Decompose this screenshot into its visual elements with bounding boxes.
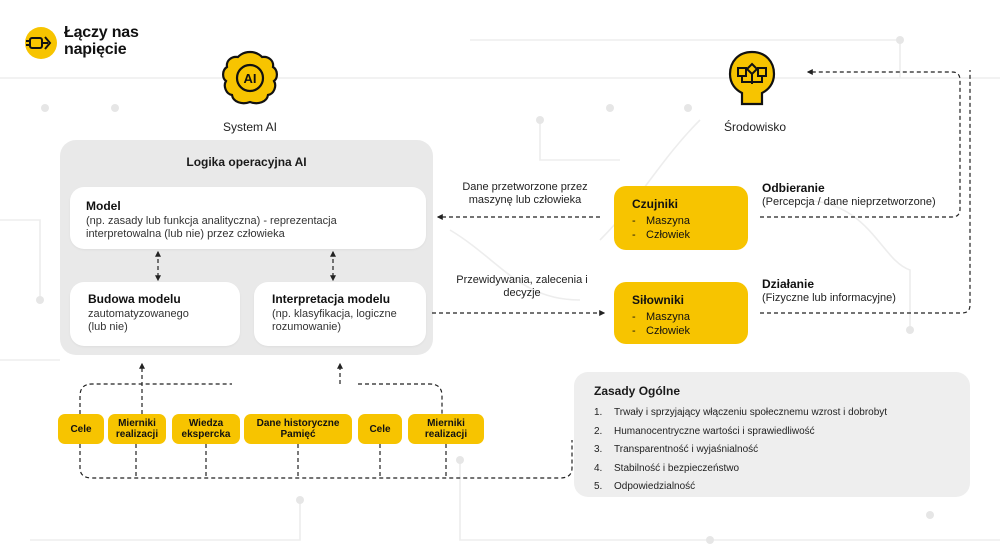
list-dash: - (632, 311, 636, 323)
general-principles-box: Zasady Ogólne 1. Trwały i sprzyjający włą… (574, 372, 970, 497)
ai-brain-icon: AI (222, 50, 278, 105)
brand-name-line1: Łączy nas (64, 24, 139, 41)
sensors-box[interactable]: Czujniki -Maszyna -Człowiek (614, 186, 748, 250)
system-ai-label: System AI (222, 120, 278, 134)
principle-item: 2. Humanocentryczne wartości i sprawiedli… (594, 423, 887, 442)
actuators-title: Siłowniki (632, 293, 685, 307)
actuators-item-label: Maszyna (646, 311, 691, 323)
list-dash: - (632, 215, 636, 227)
input-chip-metrics-2[interactable]: Mierniki realizacji (408, 414, 484, 444)
principle-number: 3. (594, 444, 603, 455)
principle-item: 3. Transparentność i wyjaśnialność (594, 441, 887, 460)
principle-number: 5. (594, 481, 603, 492)
plug-logo-icon (25, 27, 57, 59)
sensors-item: -Człowiek (632, 228, 730, 242)
actuators-item: -Maszyna (632, 310, 730, 324)
input-chip-goals[interactable]: Cele (58, 414, 104, 444)
actuators-box[interactable]: Siłowniki -Maszyna -Człowiek (614, 282, 748, 344)
interpretation-description: (np. klasyfikacja, logiczne rozumowanie) (272, 308, 397, 333)
act-title: Działanie (762, 277, 815, 291)
model-description: (np. zasady lub funkcja analityczna) - r… (86, 215, 337, 240)
predictions-label: Przewidywania, zalecenia i decyzje (456, 274, 588, 299)
perceive-subtitle: (Percepcja / dane nieprzetworzone) (762, 196, 936, 208)
panel-title: Logika operacyjna AI (186, 155, 307, 169)
input-chip-historical-data[interactable]: Dane historyczne Pamięć (244, 414, 352, 444)
principle-text: Transparentność i wyjaśnialność (614, 444, 759, 455)
principle-text: Stabilność i bezpieczeństwo (614, 462, 740, 474)
sensors-item-label: Człowiek (646, 229, 691, 241)
sensors-title: Czujniki (632, 197, 679, 211)
build-model-title: Budowa modelu (88, 292, 181, 306)
act-subtitle: (Fizyczne lub informacyjne) (762, 292, 896, 304)
brand-name-line2: napięcie (64, 41, 127, 58)
model-title: Model (86, 199, 121, 213)
interpretation-card[interactable]: Interpretacja modelu (np. klasyfikacja, … (254, 282, 426, 346)
principle-text: Odpowiedzialność (614, 481, 696, 492)
build-model-card[interactable]: Budowa modelu zautomatyzowanego (lub nie… (70, 282, 240, 346)
input-chip-metrics[interactable]: Mierniki realizacji (108, 414, 166, 444)
sensors-list: -Maszyna -Człowiek (632, 214, 730, 242)
principle-number: 4. (594, 462, 603, 474)
environment-head-icon (728, 50, 776, 106)
principles-title: Zasady Ogólne (594, 384, 681, 398)
svg-text:AI: AI (244, 71, 257, 86)
interpretation-title: Interpretacja modelu (272, 292, 391, 306)
brand-logo[interactable]: Łączy nas napięcie (24, 24, 174, 64)
processed-data-label: Dane przetworzone przez maszynę lub czło… (462, 181, 588, 206)
principle-number: 1. (594, 407, 603, 418)
list-dash: - (632, 229, 636, 241)
principle-item: 4. Stabilność i bezpieczeństwo (594, 460, 887, 479)
build-model-description: zautomatyzowanego (lub nie) (88, 308, 189, 333)
principle-number: 2. (594, 425, 603, 437)
sensors-item-label: Maszyna (646, 215, 691, 227)
environment-label: Środowisko (723, 120, 787, 134)
model-card[interactable]: Model (np. zasady lub funkcja analityczn… (70, 187, 426, 249)
brand-name: Łączy nas napięcie (64, 24, 174, 58)
list-dash: - (632, 325, 636, 337)
principles-list: 1. Trwały i sprzyjający włączeniu społecz… (594, 404, 887, 497)
principle-item: 1. Trwały i sprzyjający włączeniu społecz… (594, 404, 887, 423)
actuators-list: -Maszyna -Człowiek (632, 310, 730, 338)
input-chip-expert-knowledge[interactable]: Wiedza ekspercka (172, 414, 240, 444)
principle-text: Humanocentryczne wartości i sprawiedliwo… (614, 425, 815, 437)
principle-item: 5. Odpowiedzialność (594, 478, 887, 497)
input-chip-goals-2[interactable]: Cele (358, 414, 402, 444)
perceive-title: Odbieranie (762, 181, 825, 195)
sensors-item: -Maszyna (632, 214, 730, 228)
actuators-item: -Człowiek (632, 324, 730, 338)
actuators-item-label: Człowiek (646, 325, 691, 337)
principle-text: Trwały i sprzyjający włączeniu społeczne… (614, 407, 888, 418)
